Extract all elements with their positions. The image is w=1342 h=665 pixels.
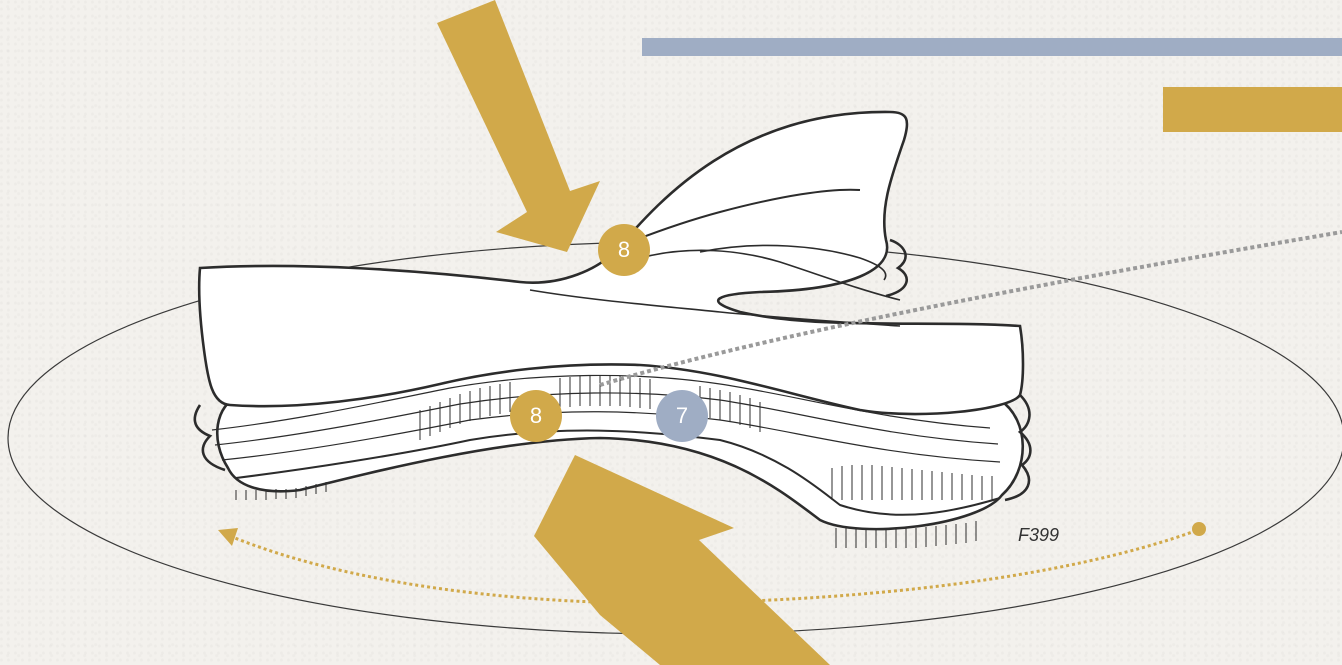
code-label: F399 <box>1018 525 1059 546</box>
badge-right: 7 <box>656 390 708 442</box>
badge-left: 8 <box>510 390 562 442</box>
header-bar <box>642 38 1342 56</box>
tag-block <box>1163 87 1342 132</box>
badge-top: 8 <box>598 224 650 276</box>
arrow-down-right-icon <box>437 0 600 252</box>
